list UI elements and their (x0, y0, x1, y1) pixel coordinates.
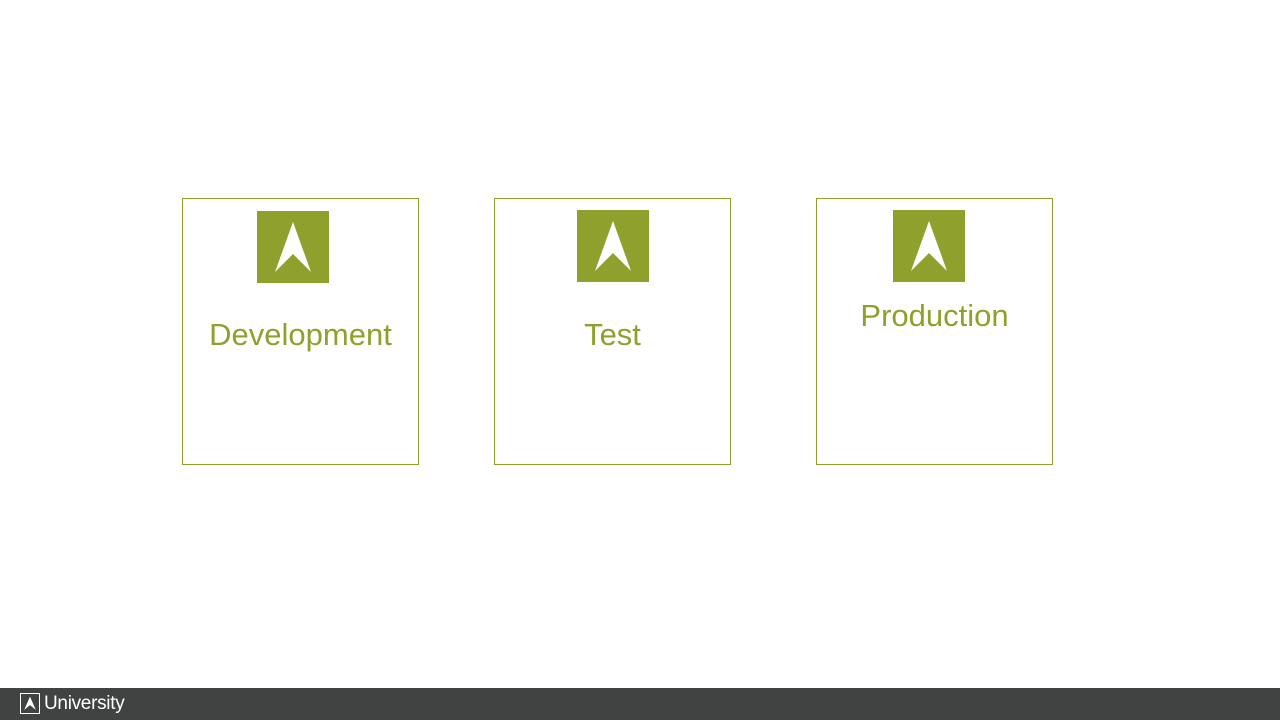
environment-label: Test (584, 317, 641, 352)
footer-bar: University (0, 688, 1280, 720)
environment-label: Production (860, 298, 1009, 333)
arrow-up-logo-icon (893, 210, 965, 282)
environment-card-production: Production (816, 198, 1053, 465)
environment-label: Development (209, 317, 392, 352)
environment-card-test: Test (494, 198, 731, 465)
arrow-up-logo-icon (20, 693, 40, 714)
arrow-up-logo-icon (257, 211, 329, 283)
footer-brand-label: University (44, 693, 125, 714)
arrow-up-logo-icon (577, 210, 649, 282)
environment-card-development: Development (182, 198, 419, 465)
